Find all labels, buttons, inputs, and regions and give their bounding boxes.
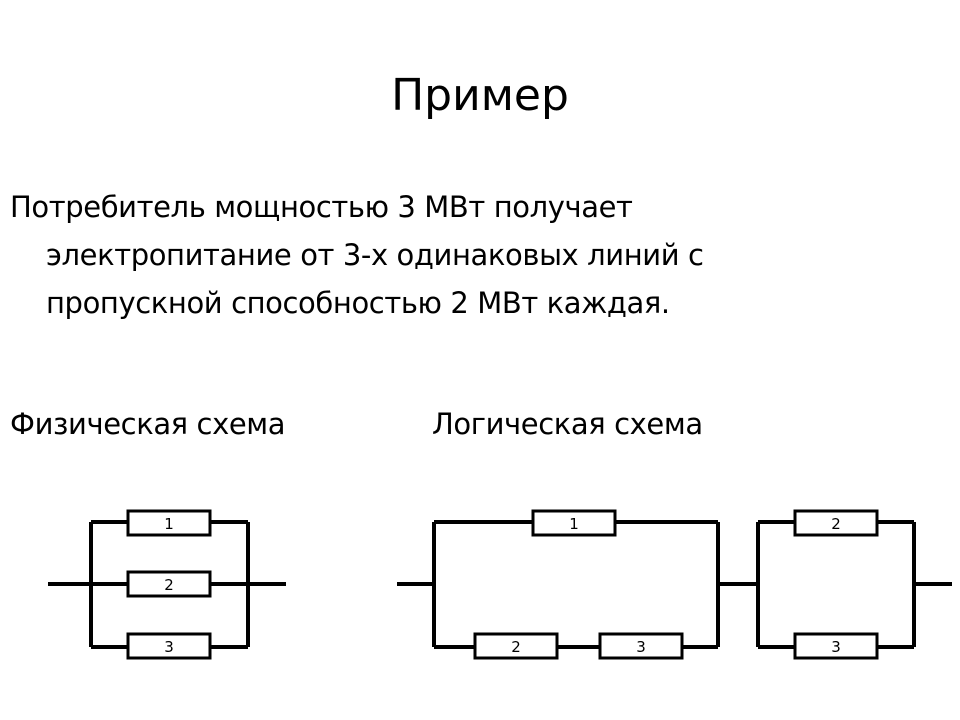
- logical-scheme-label: Логическая схема: [432, 407, 703, 441]
- physical-scheme: 1 2 3: [48, 509, 286, 660]
- logical-group-2-block-2: 2: [793, 509, 879, 537]
- problem-line-2: электропитание от 3-х одинаковых линий с: [46, 238, 704, 272]
- logical-group-1: 1 2 3: [432, 509, 720, 660]
- logical-group-2: 2 3: [756, 509, 916, 660]
- physical-block-2-label: 2: [164, 576, 174, 594]
- physical-block-3: 3: [126, 632, 212, 660]
- logical-group-1-block-1-label: 1: [569, 515, 579, 533]
- physical-block-1-label: 1: [164, 515, 174, 533]
- logical-group-1-block-2-label: 2: [511, 638, 521, 656]
- logical-group-1-block-3: 3: [598, 632, 684, 660]
- physical-scheme-label: Физическая схема: [10, 407, 286, 441]
- logical-group-2-block-2-label: 2: [831, 515, 841, 533]
- problem-line-1: Потребитель мощностью 3 МВт получает: [10, 190, 633, 224]
- physical-block-3-label: 3: [164, 638, 174, 656]
- logical-scheme: 1 2 3 2 3: [397, 509, 952, 660]
- logical-group-1-block-3-label: 3: [636, 638, 646, 656]
- logical-group-2-block-3: 3: [793, 632, 879, 660]
- physical-block-1: 1: [126, 509, 212, 537]
- problem-statement: Потребитель мощностью 3 МВт получает эле…: [10, 183, 940, 327]
- physical-block-2: 2: [126, 570, 212, 598]
- problem-line-3: пропускной способностью 2 МВт каждая.: [46, 286, 670, 320]
- logical-group-2-block-3-label: 3: [831, 638, 841, 656]
- logical-group-1-block-2: 2: [473, 632, 559, 660]
- logical-group-1-block-1: 1: [531, 509, 617, 537]
- slide-title: Пример: [391, 70, 569, 121]
